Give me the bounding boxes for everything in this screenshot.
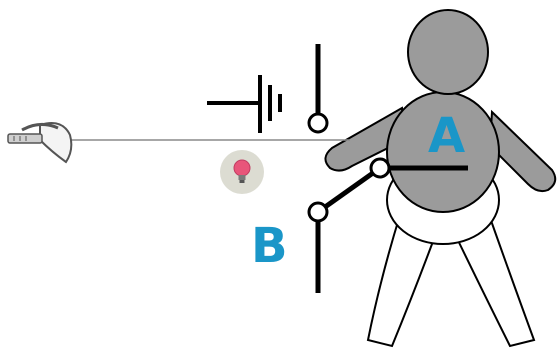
left-leg	[366, 213, 440, 348]
right-leg	[450, 210, 536, 348]
fencing-foil-icon	[7, 122, 73, 164]
foil	[7, 122, 350, 164]
battery-symbol	[207, 75, 282, 133]
lower-terminal	[307, 201, 329, 223]
upper-switch-terminal	[307, 44, 329, 134]
right-arm	[488, 109, 557, 193]
switch-symbol	[307, 157, 468, 293]
fencer-figure	[324, 9, 557, 348]
switch-arm	[316, 165, 382, 215]
left-arm	[324, 106, 406, 172]
contact-terminal	[369, 157, 391, 179]
label-b: B	[251, 218, 288, 274]
label-a: A	[428, 108, 465, 164]
light-bulb-icon	[220, 150, 264, 194]
head	[407, 9, 489, 95]
